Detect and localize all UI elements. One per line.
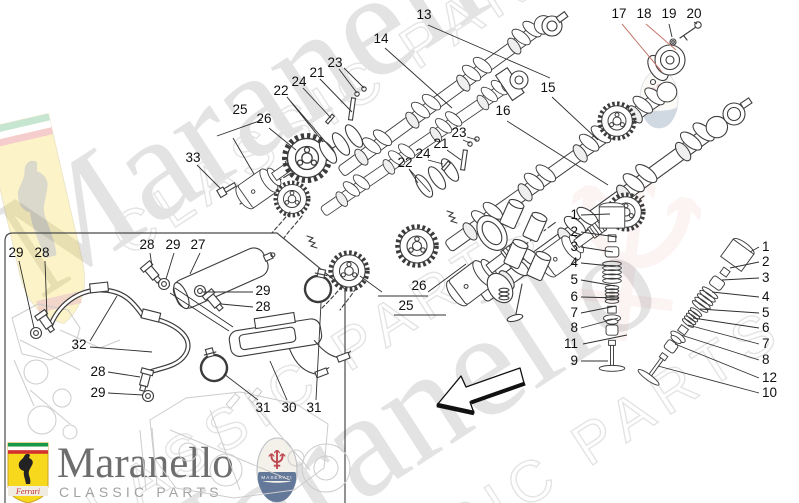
heat-shield (228, 311, 352, 379)
callout-16[interactable]: 16 (495, 103, 510, 118)
callout-12[interactable]: 12 (762, 370, 777, 385)
engine-sketch-left (11, 303, 121, 440)
callout-5-right[interactable]: 5 (762, 305, 770, 320)
callout-22a[interactable]: 22 (273, 83, 288, 98)
variator-bolt (216, 182, 238, 199)
callout-28d[interactable]: 28 (90, 364, 105, 379)
callout-4-left[interactable]: 4 (570, 255, 578, 270)
hub-bolt (679, 21, 702, 41)
callout-18[interactable]: 18 (636, 6, 651, 21)
callout-13[interactable]: 13 (416, 7, 431, 22)
main-diagram (216, 6, 753, 323)
callout-7-right[interactable]: 7 (762, 336, 770, 351)
callout-31a[interactable]: 31 (255, 400, 270, 415)
callout-15[interactable]: 15 (540, 80, 555, 95)
callout-25a[interactable]: 25 (232, 102, 247, 117)
oil-hose-upper (29, 281, 146, 340)
callout-28b[interactable]: 28 (139, 237, 154, 252)
callout-28c[interactable]: 28 (255, 299, 270, 314)
watermark-ferrari-shield-icon (0, 113, 85, 325)
oil-hose-lower (135, 308, 191, 403)
callout-32[interactable]: 32 (71, 337, 86, 352)
maserati-logo-text: MASERATI (261, 475, 292, 480)
seal-rings-a (318, 86, 367, 164)
callout-25b[interactable]: 25 (398, 298, 413, 313)
callout-33[interactable]: 33 (185, 150, 200, 165)
callout-9[interactable]: 9 (570, 353, 578, 368)
callout-8-left[interactable]: 8 (570, 320, 578, 335)
inset-box-border (4, 232, 346, 503)
callout-27[interactable]: 27 (190, 237, 205, 252)
engine-sketch-center (139, 387, 351, 499)
gear-a2 (273, 180, 311, 218)
clamp-right (301, 265, 337, 306)
callout-11[interactable]: 11 (564, 336, 578, 351)
callout-24a[interactable]: 24 (291, 74, 307, 89)
callout-31b[interactable]: 31 (306, 400, 321, 415)
callout-3-right[interactable]: 3 (762, 270, 770, 285)
callout-21a[interactable]: 21 (309, 65, 324, 80)
callout-29c[interactable]: 29 (255, 283, 270, 298)
callout-29b[interactable]: 29 (165, 237, 180, 252)
seal-rings-b (414, 136, 480, 198)
callout-2-right[interactable]: 2 (762, 254, 770, 269)
clamp-left (195, 344, 232, 386)
inset-box (4, 232, 352, 503)
prancing-horse-icon (18, 453, 33, 484)
maserati-trident-icon: ♆ (265, 446, 288, 476)
callout-20[interactable]: 20 (686, 6, 701, 21)
callout-17[interactable]: 17 (611, 6, 626, 21)
callout-1-left[interactable]: 1 (570, 207, 578, 222)
callout-19[interactable]: 19 (661, 6, 676, 21)
callout-8-right[interactable]: 8 (762, 352, 770, 367)
callout-29d[interactable]: 29 (90, 385, 105, 400)
tappet-buckets (498, 196, 553, 323)
callout-26b[interactable]: 26 (411, 278, 426, 293)
callout-5-left[interactable]: 5 (570, 272, 578, 287)
callout-6-right[interactable]: 6 (762, 320, 770, 335)
callout-24b[interactable]: 24 (415, 146, 431, 161)
callout-1-right[interactable]: 1 (762, 239, 770, 254)
leader-lines (18, 21, 760, 401)
callout-23a[interactable]: 23 (327, 55, 342, 70)
callout-2-left[interactable]: 2 (570, 224, 578, 239)
direction-arrow-icon (436, 367, 526, 416)
callout-14[interactable]: 14 (373, 31, 389, 46)
callout-4-right[interactable]: 4 (762, 289, 770, 304)
callout-3-left[interactable]: 3 (570, 239, 578, 254)
callout-28a[interactable]: 28 (34, 245, 49, 260)
gear-b2 (330, 252, 367, 289)
callout-7-left[interactable]: 7 (570, 305, 578, 320)
callout-22b[interactable]: 22 (397, 155, 412, 170)
callout-10[interactable]: 10 (762, 385, 777, 400)
ferrari-logo-text: Ferrari (15, 487, 40, 496)
maserati-logo: MASERATI ♆ (256, 437, 298, 503)
callout-21b[interactable]: 21 (433, 136, 448, 151)
callout-30[interactable]: 30 (281, 400, 296, 415)
callout-6-left[interactable]: 6 (570, 289, 578, 304)
callout-labels: 13 14 17 18 19 20 23 21 24 22 25 26 33 1… (8, 6, 777, 415)
callout-29a[interactable]: 29 (8, 245, 23, 260)
timing-hub (647, 21, 702, 86)
ferrari-logo: Ferrari (7, 442, 49, 503)
callout-23b[interactable]: 23 (451, 125, 466, 140)
callout-26a[interactable]: 26 (256, 111, 271, 126)
